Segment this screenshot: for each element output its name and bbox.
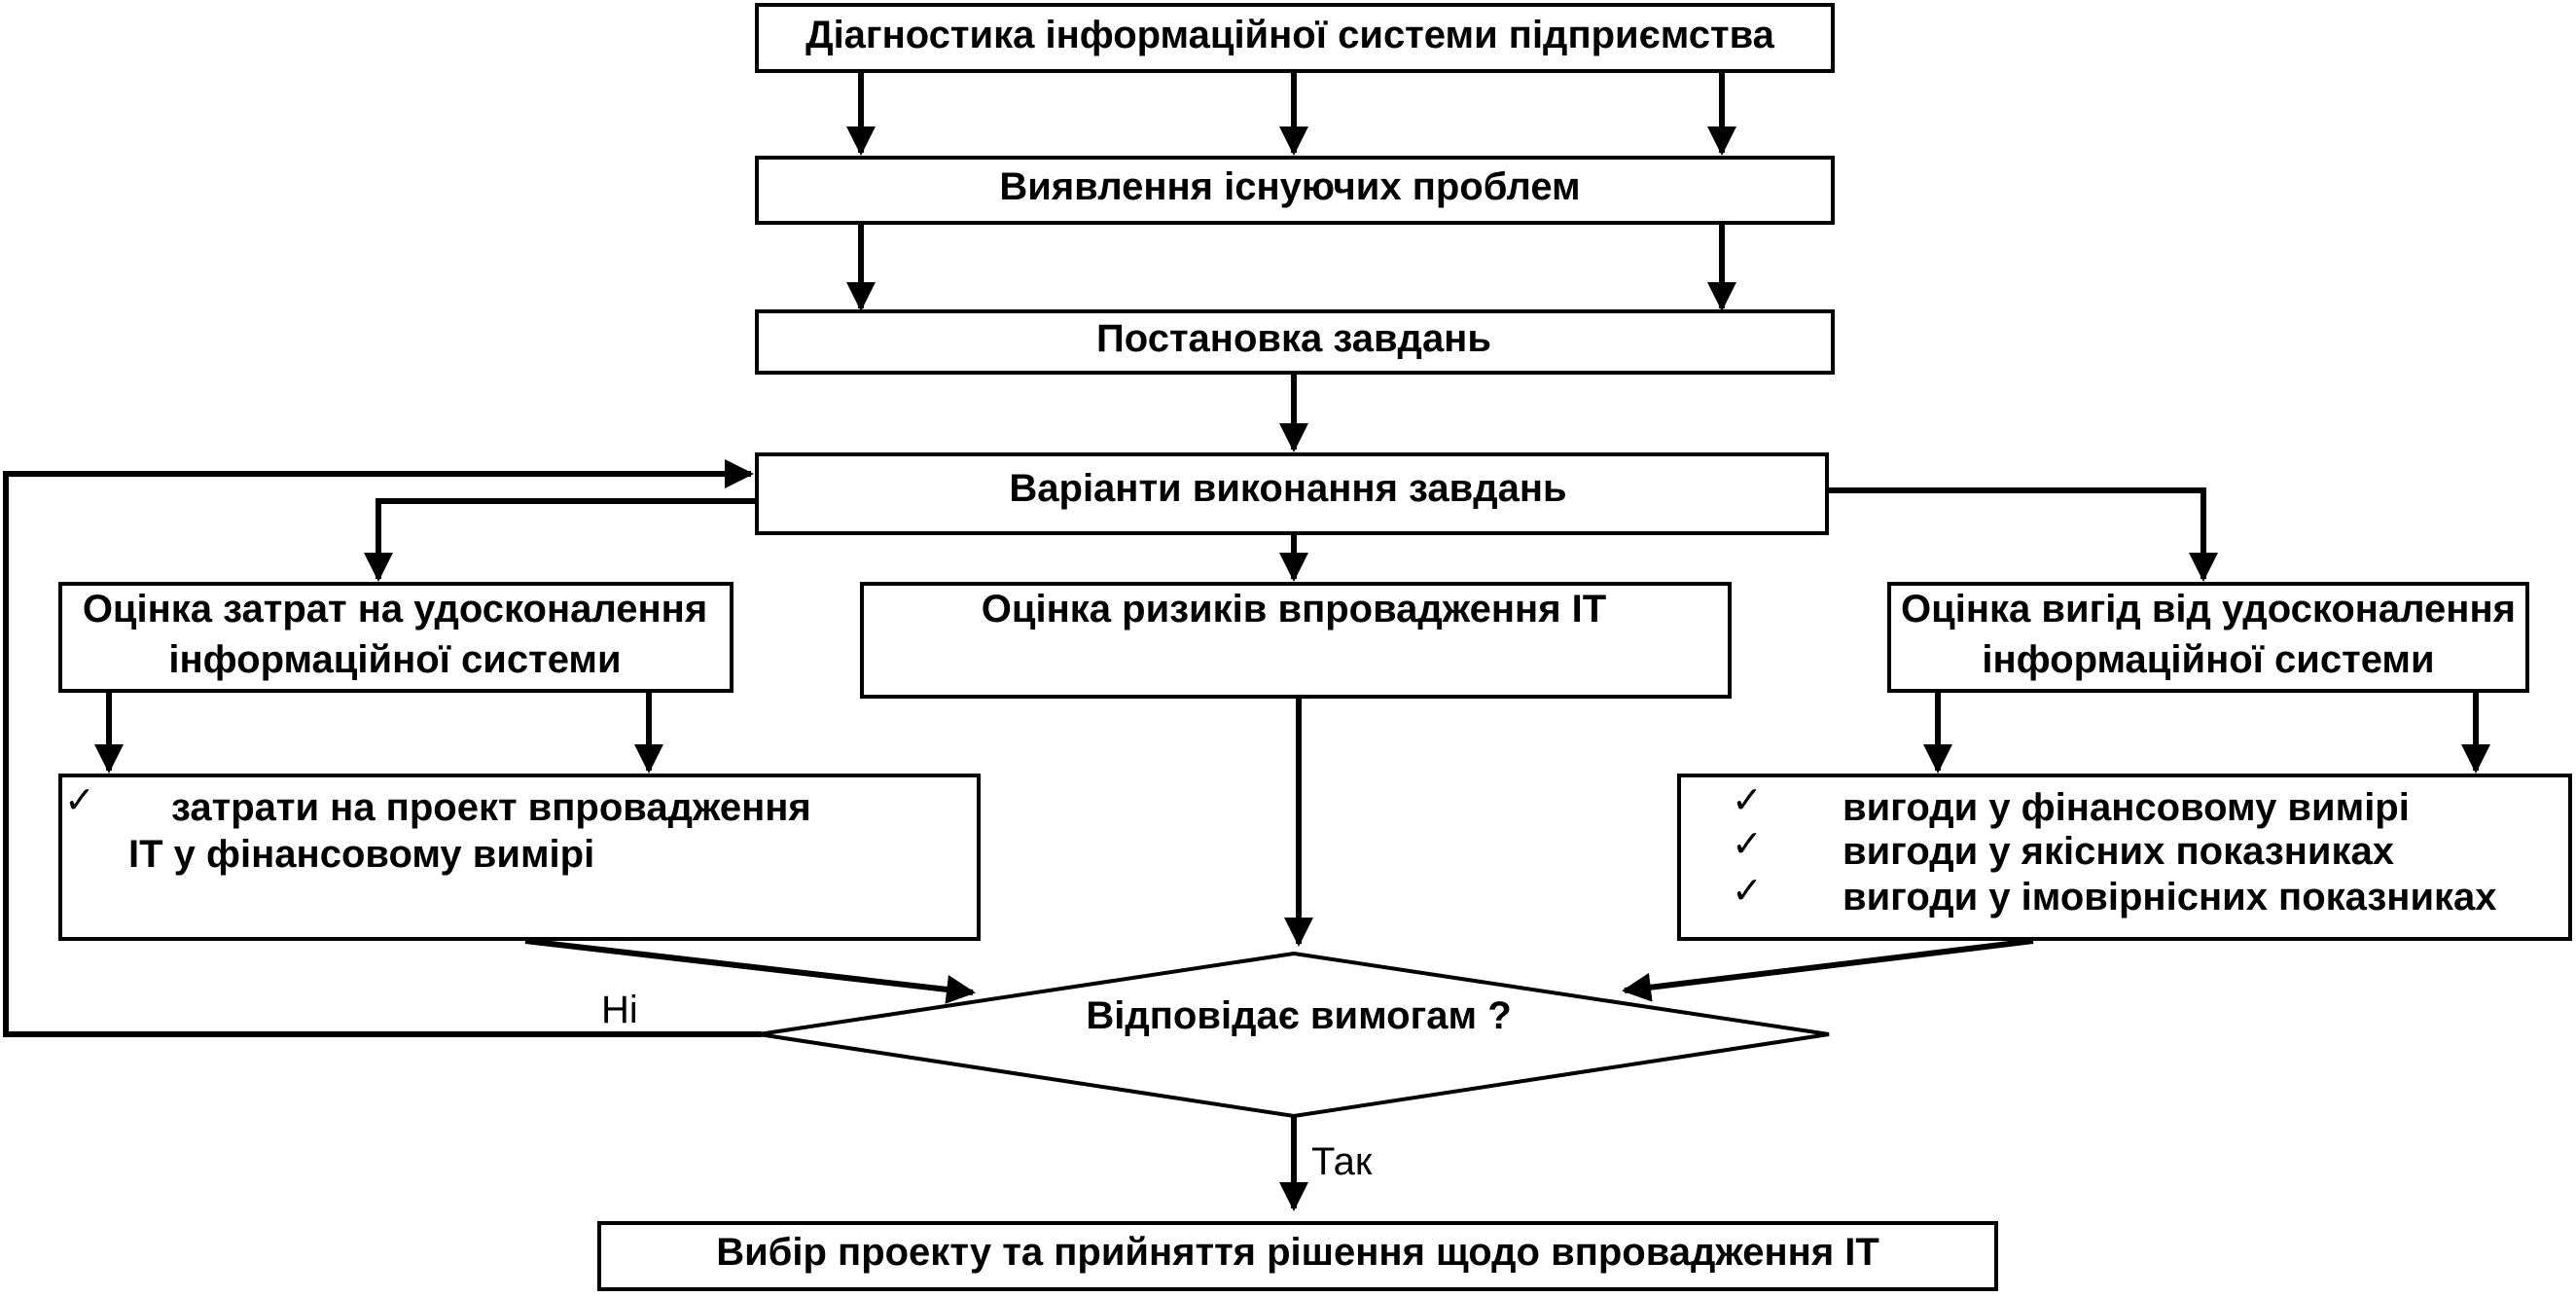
- label-costs-line1: Оцінка затрат на удосконалення: [82, 588, 708, 630]
- edge-label-yes: Так: [1311, 1140, 1373, 1183]
- arrow-benefititems-decision: [1622, 938, 2034, 1002]
- check-icon: ✓: [1732, 869, 1763, 912]
- box-final: [597, 1221, 1998, 1291]
- box-risks: [860, 582, 1732, 699]
- check-icon: ✓: [1732, 822, 1763, 865]
- label-benefits-line1: Оцінка вигід від удосконалення: [1901, 588, 2516, 630]
- label-problems: Виявлення існуючих проблем: [999, 165, 1581, 208]
- label-cost-items-line1: затрати на проект впровадження: [171, 786, 811, 829]
- label-risks: Оцінка ризиків впровадження ІТ: [981, 588, 1607, 630]
- box-cost-items: [58, 774, 981, 941]
- label-benefit-item-2: вигоди у якісних показниках: [1843, 830, 2394, 873]
- arrow-no-loop: [3, 459, 762, 1037]
- label-benefit-item-1: вигоди у фінансовому вимірі: [1843, 786, 2410, 829]
- box-tasks: [755, 309, 1835, 375]
- decision-diamond: [758, 951, 1830, 1119]
- arrow-options-benefits: [1829, 487, 2218, 582]
- label-decision: Відповідає вимогам ?: [1086, 994, 1512, 1037]
- arrow-costitems-decision: [524, 938, 976, 1004]
- box-costs: [58, 582, 733, 693]
- label-tasks: Постановка завдань: [1096, 317, 1491, 360]
- arrow-options-costs: [364, 498, 755, 582]
- box-benefits: [1887, 582, 2529, 693]
- label-options: Варіанти виконання завдань: [1009, 467, 1567, 510]
- label-cost-items-line2: ІТ у фінансовому вимірі: [128, 833, 595, 876]
- label-benefits-line2: інформаційної системи: [1982, 638, 2435, 681]
- label-benefit-item-3: вигоди у імовірнісних показниках: [1843, 876, 2497, 919]
- label-costs-line2: інформаційної системи: [168, 638, 622, 681]
- box-problems: [755, 156, 1835, 225]
- box-options: [755, 452, 1829, 535]
- edge-label-no: Ні: [601, 989, 638, 1031]
- label-diagnostics: Діагностика інформаційної системи підпри…: [805, 14, 1774, 56]
- box-diagnostics: [755, 3, 1835, 73]
- check-icon: ✓: [64, 778, 95, 821]
- box-benefit-items: [1677, 774, 2572, 941]
- label-final: Вибір проекту та прийняття рішення щодо …: [716, 1231, 1879, 1274]
- check-icon: ✓: [1732, 778, 1763, 821]
